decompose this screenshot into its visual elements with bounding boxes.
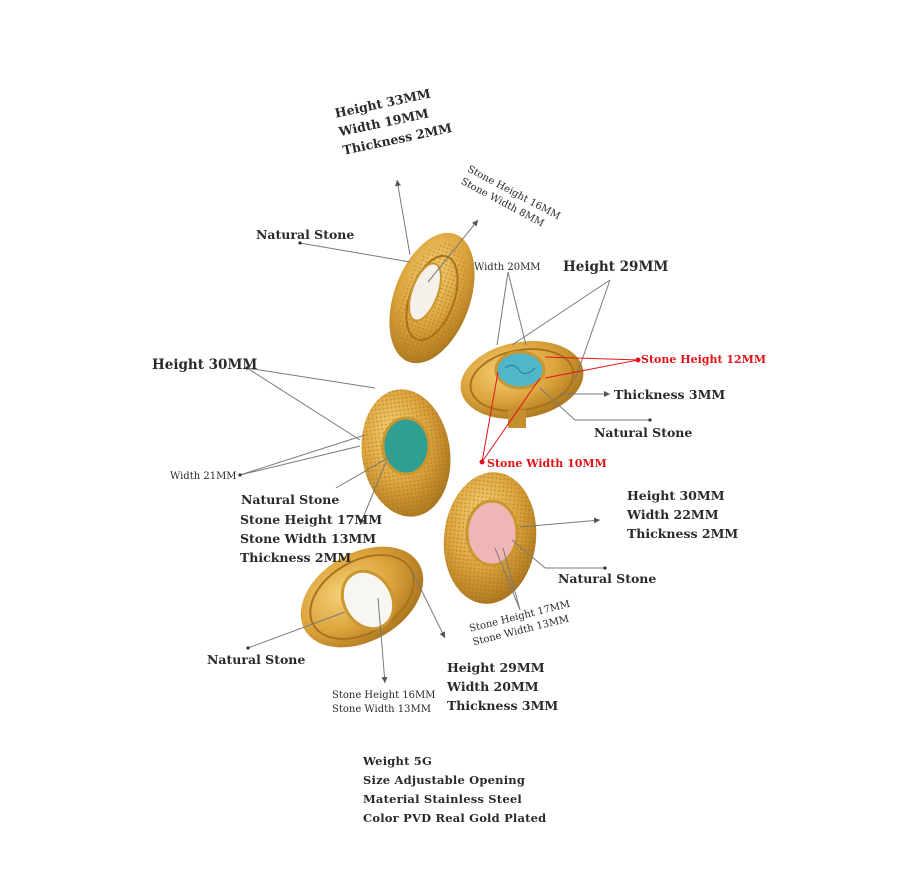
ring-green-width: Width 21MM	[170, 471, 237, 482]
ring-green-natural-stone: Natural Stone	[241, 492, 340, 507]
ring-turquoise-stone-height: Stone Height 12MM	[641, 353, 767, 366]
ring-white	[300, 546, 424, 648]
ring-turquoise-width: Width 20MM	[474, 262, 541, 273]
product-specs: Weight 5G Size Adjustable Opening Materi…	[363, 752, 546, 828]
ring-pink-width: Width 22MM	[627, 507, 719, 522]
ring-white-stone-height: Stone Height 16MM	[332, 690, 436, 701]
ring-green-height: Height 30MM	[152, 357, 258, 373]
ring-green-stone-width: Stone Width 13MM	[240, 531, 377, 546]
ring-white-height: Height 29MM	[447, 660, 545, 675]
ring-turquoise-stone-width: Stone Width 10MM	[487, 457, 607, 470]
ring-green-stone	[381, 416, 431, 476]
leader-dots	[238, 241, 652, 650]
ring-green-stone-height: Stone Height 17MM	[240, 512, 383, 527]
red-leader-lines	[479, 356, 641, 465]
ring-white-dims: Height 29MM Width 20MM Thickness 3MM	[447, 658, 558, 715]
ring-top	[389, 232, 475, 364]
ring-top-natural-stone: Natural Stone	[256, 227, 355, 242]
ring-turquoise-natural-stone: Natural Stone	[594, 425, 693, 440]
ring-pink-stone	[465, 499, 519, 567]
ring-pink-height: Height 30MM	[627, 488, 725, 503]
ring-white-stone	[340, 569, 396, 631]
ring-turquoise-thickness: Thickness 3MM	[614, 387, 726, 402]
ring-turquoise	[460, 341, 584, 428]
spec-weight: Weight 5G	[363, 754, 433, 768]
ring-green-stone-dims: Stone Height 17MM Stone Width 13MM Thick…	[240, 510, 382, 567]
ring-white-stone-width: Stone Width 13MM	[332, 704, 431, 715]
spec-material: Material Stainless Steel	[363, 792, 522, 806]
leader-lines	[239, 179, 650, 684]
ring-turquoise-stone	[494, 350, 546, 390]
spec-color: Color PVD Real Gold Plated	[363, 811, 547, 825]
ring-turquoise-height: Height 29MM	[563, 259, 669, 275]
ring-white-thickness: Thickness 3MM	[447, 698, 559, 713]
ring-green-thickness: Thickness 2MM	[240, 550, 352, 565]
ring-top-stone	[408, 262, 442, 322]
ring-pink	[443, 472, 537, 604]
ring-green	[361, 389, 451, 517]
ring-white-stone-dims: Stone Height 16MM Stone Width 13MM	[332, 689, 436, 717]
ring-white-width: Width 20MM	[447, 679, 539, 694]
ring-pink-thickness: Thickness 2MM	[627, 526, 739, 541]
ring-white-natural-stone: Natural Stone	[207, 652, 306, 667]
ring-pink-dims: Height 30MM Width 22MM Thickness 2MM	[627, 486, 738, 543]
ring-pink-natural-stone: Natural Stone	[558, 571, 657, 586]
spec-size: Size Adjustable Opening	[363, 773, 526, 787]
